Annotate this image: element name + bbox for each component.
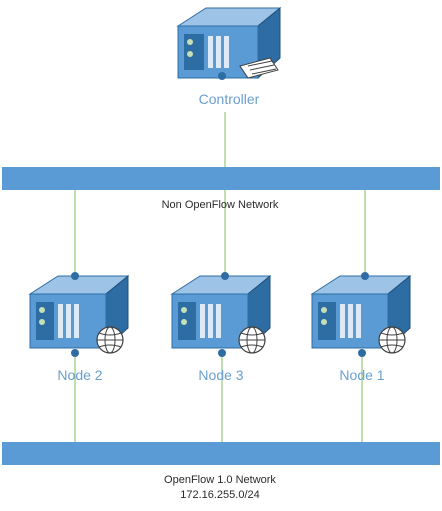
server-globe-icon [310, 272, 412, 357]
non-openflow-network-label: Non OpenFlow Network [161, 199, 279, 211]
openflow-network-bar [2, 442, 440, 465]
node-2-label: Node 2 [57, 367, 103, 383]
server-globe-icon [170, 272, 272, 357]
node-3-label: Node 3 [198, 367, 244, 383]
controller-label: Controller [198, 91, 260, 107]
openflow-network-label: OpenFlow 1.0 Network [164, 474, 276, 486]
server-globe-icon [28, 272, 130, 357]
server-keyboard-icon [176, 6, 282, 80]
openflow-subnet-label: 172.16.255.0/24 [180, 489, 260, 501]
non-openflow-network-bar [2, 167, 440, 190]
node-1-label: Node 1 [339, 367, 385, 383]
